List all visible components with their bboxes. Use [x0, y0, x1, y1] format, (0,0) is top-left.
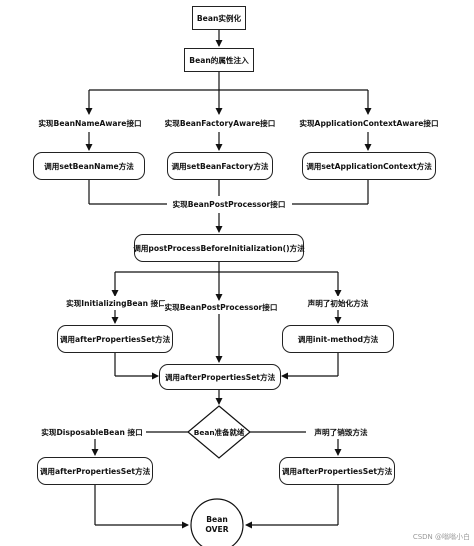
bean-over-text: Bean OVER: [193, 513, 241, 537]
disposable-bean-label: 实现DisposableBean 接口: [38, 425, 146, 439]
post-process-before-pill: 调用postProcessBeforeInitialization()方法: [133, 234, 305, 262]
post-processor-label-1: 实现BeanPostProcessor接口: [167, 197, 291, 212]
bean-over-line2: OVER: [205, 525, 229, 534]
after-props-set-center-pill: 调用afterPropertiesSet方法: [159, 364, 281, 390]
initializing-bean-label: 实现InitializingBean 接口: [62, 296, 170, 310]
init-method-call-pill: 调用init-method方法: [282, 325, 394, 353]
bean-property-inject-box: Bean的属性注入: [184, 48, 254, 72]
after-props-set-bottom-left-pill: 调用afterPropertiesSet方法: [37, 457, 153, 485]
post-processor-label-2: 实现BeanPostProcessor接口: [164, 301, 278, 314]
aware-context-label: 实现ApplicationContextAware接口: [298, 116, 440, 130]
bean-instantiate-box: Bean实例化: [192, 6, 246, 30]
set-app-context-pill: 调用setApplicationContext方法: [302, 152, 436, 180]
after-props-set-bottom-right-pill: 调用afterPropertiesSet方法: [279, 457, 395, 485]
aware-factory-label: 实现BeanFactoryAware接口: [163, 116, 277, 130]
destroy-method-label: 声明了销毁方法: [306, 425, 376, 439]
init-method-label: 声明了初始化方法: [298, 296, 378, 310]
bean-over-line1: Bean: [206, 515, 228, 524]
aware-name-label: 实现BeanNameAware接口: [34, 116, 146, 130]
watermark: CSDN @嗡嗡小白: [412, 533, 470, 541]
set-bean-factory-pill: 调用setBeanFactory方法: [167, 152, 273, 180]
set-bean-name-pill: 调用setBeanName方法: [33, 152, 145, 180]
after-props-set-left-pill: 调用afterPropertiesSet方法: [57, 325, 173, 353]
bean-over-circle: [190, 498, 244, 546]
bean-ready-text: Bean准备就绪: [193, 427, 245, 437]
bean-ready-diamond: [187, 405, 251, 459]
